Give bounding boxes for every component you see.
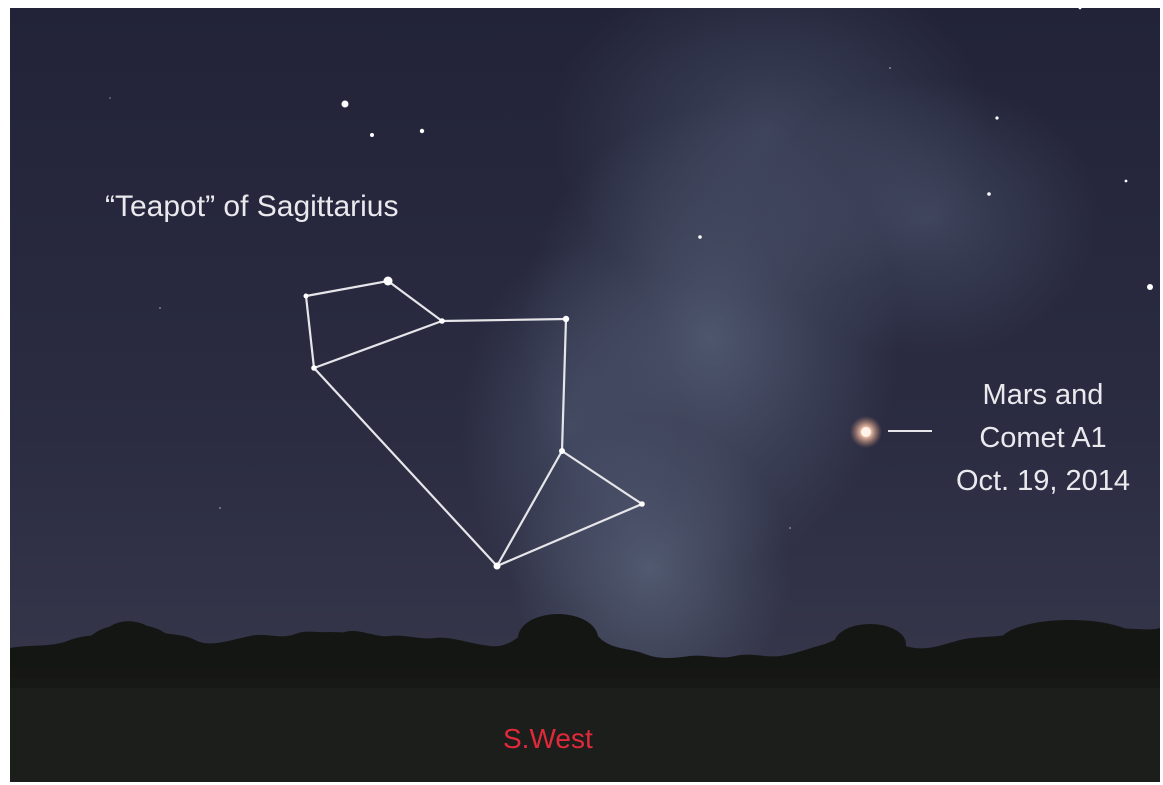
mars-label-line-3: Oct. 19, 2014 (955, 465, 1131, 497)
teapot-stars (303, 276, 645, 570)
star (383, 276, 393, 286)
mars-label-line-2: Comet A1 (979, 422, 1107, 454)
teapot-of-sagittarius-label: “Teapot” of Sagittarius (105, 190, 399, 223)
star (370, 133, 374, 137)
star (109, 97, 111, 99)
milky-way-haze (460, 8, 1100, 718)
star (341, 100, 349, 108)
star (987, 192, 991, 196)
star (1124, 179, 1128, 183)
star (789, 527, 791, 529)
star (995, 116, 999, 120)
southwest-direction-label: S.West (503, 723, 593, 754)
star (562, 315, 570, 323)
star (219, 507, 221, 509)
star (889, 67, 891, 69)
night-sky-scene (10, 8, 1160, 782)
background-stars (109, 8, 1153, 529)
sky-chart-image: “Teapot” of Sagittarius Mars and Comet A… (10, 8, 1160, 782)
star (493, 562, 501, 570)
star (303, 293, 309, 299)
mars-label-line-1: Mars and (982, 379, 1104, 411)
star (419, 128, 425, 134)
star (1078, 8, 1082, 10)
star (159, 307, 161, 309)
star (1147, 284, 1153, 290)
star (639, 501, 645, 507)
ground (10, 678, 1160, 782)
mars-and-comet-label: Mars and Comet A1 Oct. 19, 2014 (928, 374, 1158, 503)
mars-marker (850, 416, 882, 448)
star (439, 318, 445, 324)
teapot-constellation-lines (304, 279, 644, 568)
star (559, 448, 565, 454)
star (311, 365, 317, 371)
star (698, 235, 702, 239)
